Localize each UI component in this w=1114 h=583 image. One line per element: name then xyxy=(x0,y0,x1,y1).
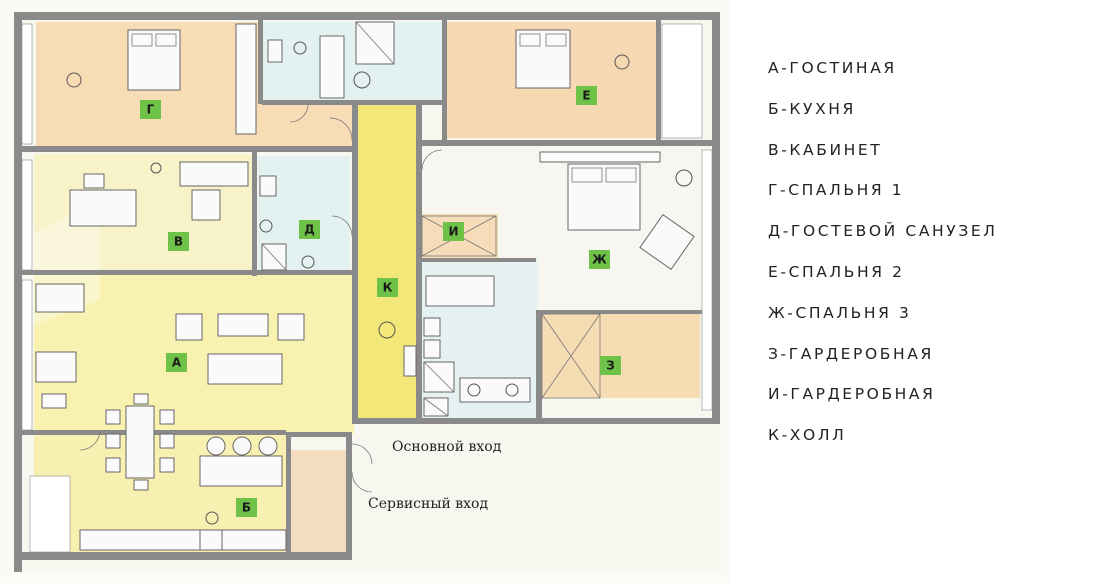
svg-text:З: З xyxy=(606,359,615,373)
legend-item: Б-КУХНЯ xyxy=(768,99,856,118)
legend-item: В-КАБИНЕТ xyxy=(768,140,883,159)
legend-item: Е-СПАЛЬНЯ 2 xyxy=(768,262,905,281)
room-tag-D: Д xyxy=(299,220,320,239)
room-tag-B: Б xyxy=(236,498,257,517)
walls xyxy=(14,12,720,572)
main-entrance-label: Основной вход xyxy=(392,439,502,455)
room-tag-E: Е xyxy=(576,86,597,105)
room-tag-Z: З xyxy=(600,356,621,375)
svg-text:Е: Е xyxy=(582,89,590,103)
room-tags: А Б В Г Д Е Ж З И К xyxy=(140,86,621,517)
svg-text:Г: Г xyxy=(147,103,155,117)
service-entrance-label: Сервисный вход xyxy=(368,496,488,512)
room-legend: А-ГОСТИНАЯ Б-КУХНЯ В-КАБИНЕТ Г-СПАЛЬНЯ 1… xyxy=(768,56,1098,464)
svg-text:Ж: Ж xyxy=(592,253,607,267)
floor-plan: А Б В Г Д Е Ж З И К Основной вход Сервис… xyxy=(14,12,720,572)
legend-item: Д-ГОСТЕВОЙ САНУЗЕЛ xyxy=(768,222,998,241)
room-tag-G: Г xyxy=(140,100,161,119)
room-tag-K: К xyxy=(377,278,398,297)
legend-item: А-ГОСТИНАЯ xyxy=(768,59,897,77)
doors xyxy=(79,103,443,493)
svg-text:Б: Б xyxy=(242,501,251,515)
svg-text:Д: Д xyxy=(304,223,315,237)
room-tag-ZH: Ж xyxy=(589,250,610,269)
legend-item: З-ГАРДЕРОБНАЯ xyxy=(768,344,934,363)
svg-text:К: К xyxy=(383,281,393,295)
legend-item: Ж-СПАЛЬНЯ 3 xyxy=(768,303,912,322)
room-tag-A: А xyxy=(166,353,187,372)
room-tag-V: В xyxy=(168,232,189,251)
svg-text:А: А xyxy=(172,356,182,370)
furniture xyxy=(35,21,695,551)
legend-item: К-ХОЛЛ xyxy=(768,426,847,445)
svg-text:И: И xyxy=(448,225,458,239)
legend-item: И-ГАРДЕРОБНАЯ xyxy=(768,385,936,404)
svg-text:В: В xyxy=(174,235,183,249)
room-tag-I: И xyxy=(443,222,464,241)
legend-item: Г-СПАЛЬНЯ 1 xyxy=(768,181,905,200)
